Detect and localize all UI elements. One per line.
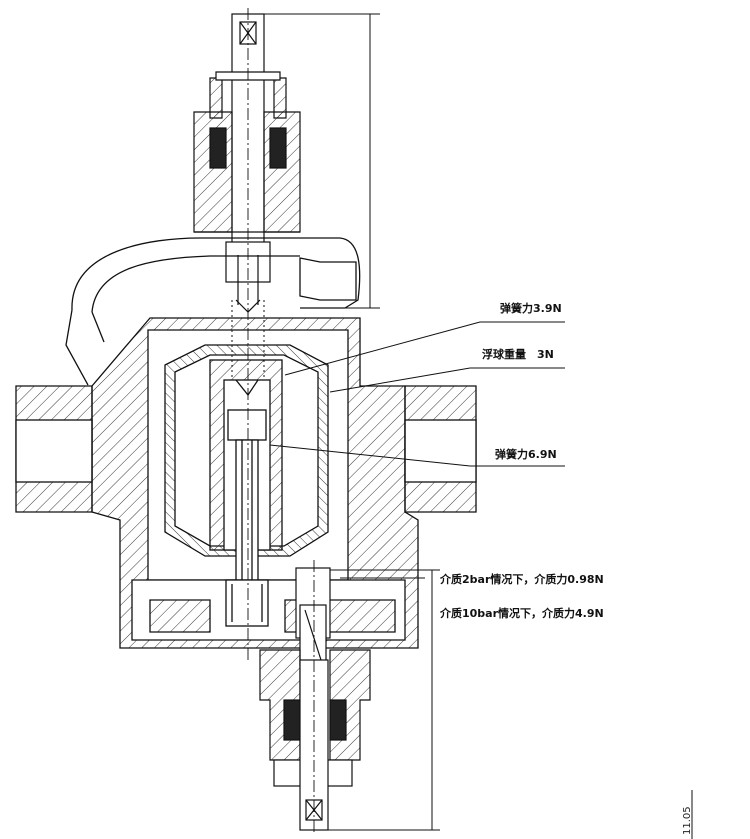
lower-stem-assembly <box>259 567 371 831</box>
callout-float-weight: 浮球重量 3N <box>482 347 554 361</box>
callout-spring-force-top: 弹簧力3.9N <box>500 301 562 315</box>
upper-stem-assembly <box>193 13 301 313</box>
valve-cover <box>65 237 361 386</box>
center-lines <box>247 8 315 835</box>
callout-spring-force-mid: 弹簧力6.9N <box>495 447 557 461</box>
dimension-lines <box>258 13 693 839</box>
callout-medium-force-2bar: 介质2bar情况下，介质力0.98N <box>439 572 604 586</box>
leader-lines <box>269 321 565 579</box>
callout-medium-force-10bar: 介质10bar情况下，介质力4.9N <box>439 606 604 620</box>
float-ball <box>164 344 329 627</box>
spring-lines <box>231 300 265 580</box>
margin-stamp: 11.05 <box>682 806 693 835</box>
